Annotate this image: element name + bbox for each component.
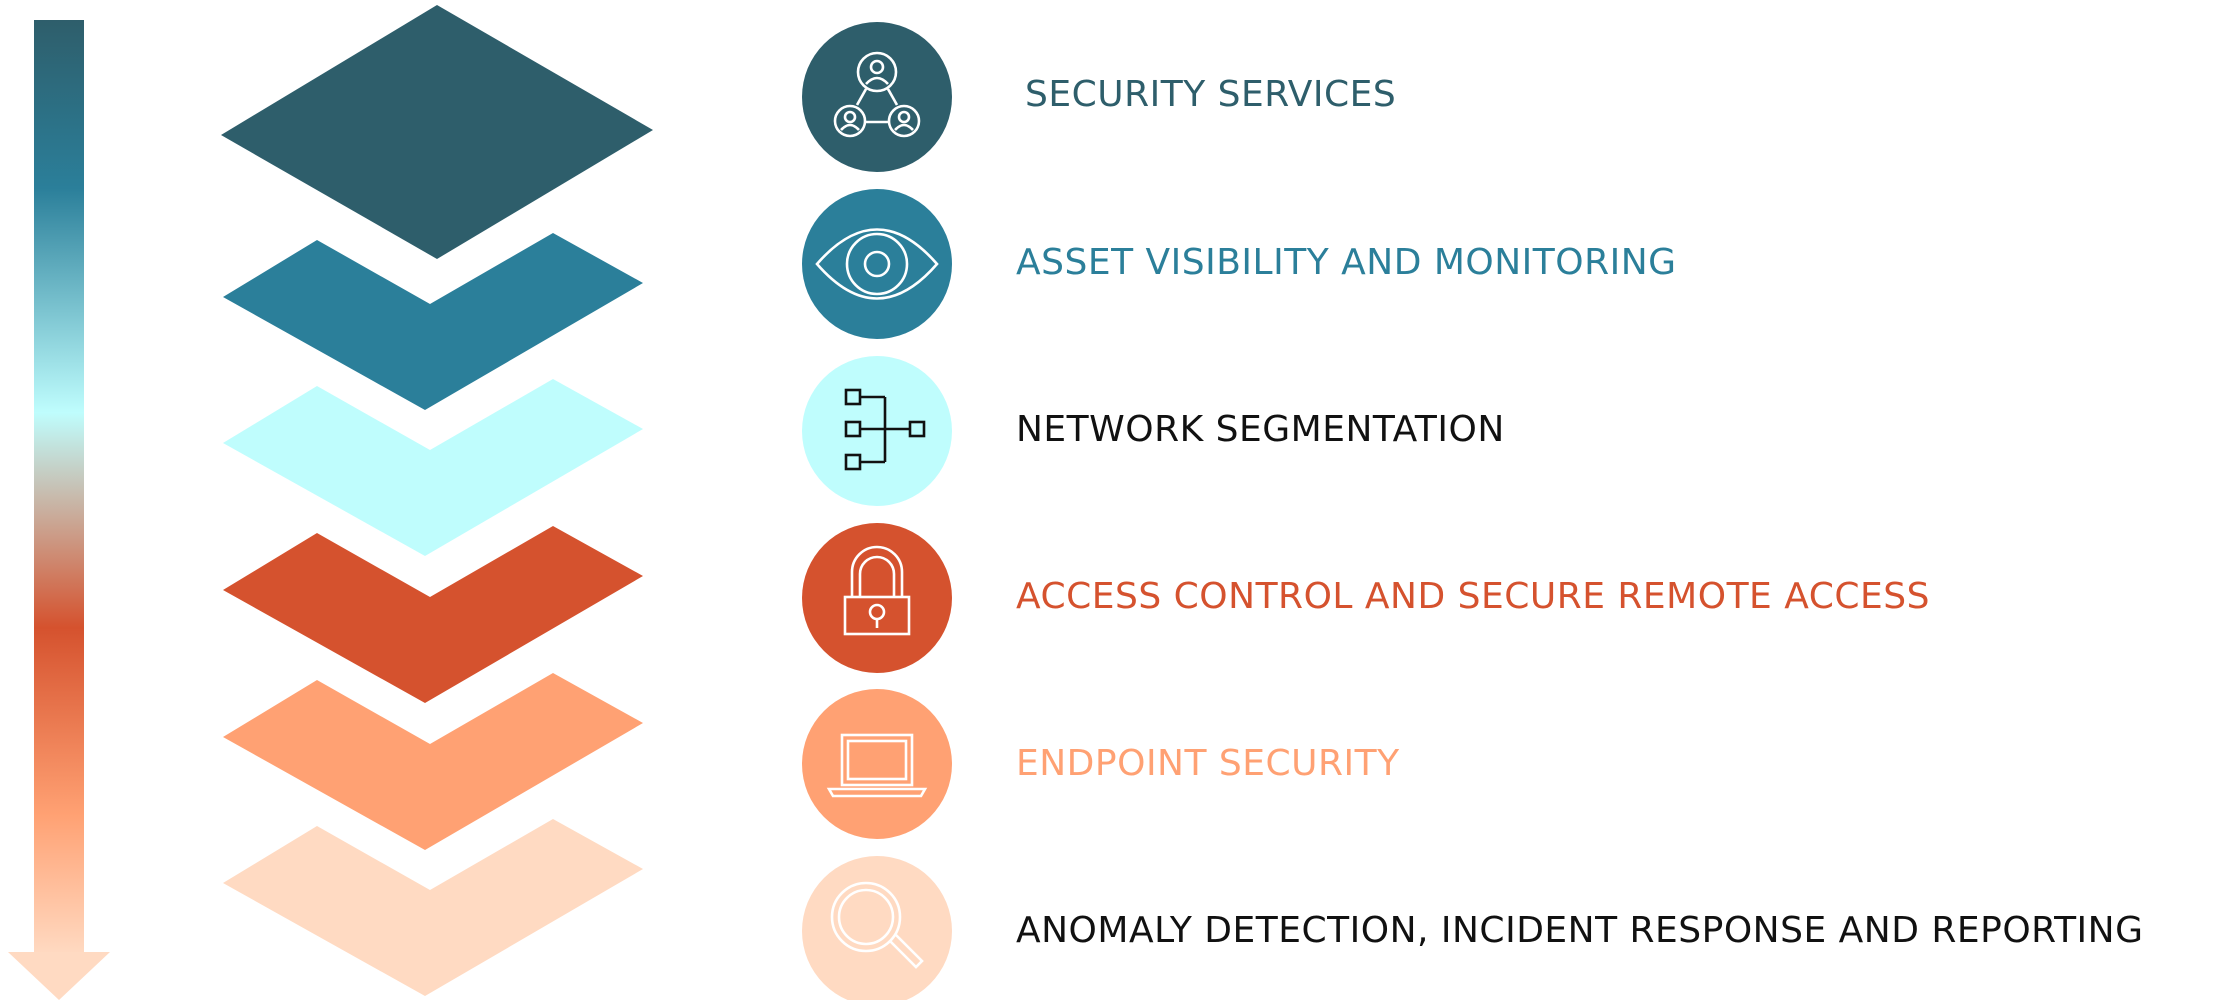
icon-badge-4	[802, 523, 952, 673]
layer-stack	[221, 5, 653, 996]
icon-badge-5	[802, 689, 952, 839]
badge-circle-3	[802, 356, 952, 506]
flow-arrow-shaft	[34, 20, 84, 955]
layer-label-endpoint-security: ENDPOINT SECURITY	[1016, 743, 1400, 784]
icon-badge-1	[802, 22, 952, 172]
icon-badge-2	[802, 189, 952, 339]
layer-shape-3	[223, 379, 643, 556]
padlock-icon	[843, 545, 911, 636]
layer-label-anomaly-detection: ANOMALY DETECTION, INCIDENT RESPONSE AND…	[1016, 910, 2144, 951]
network-users-icon	[833, 51, 921, 138]
layer-label-access-control: ACCESS CONTROL AND SECURE REMOTE ACCESS	[1016, 576, 1930, 617]
layer-shape-5	[223, 673, 643, 850]
layer-label-network-segmentation: NETWORK SEGMENTATION	[1016, 409, 1505, 450]
eye-icon	[815, 228, 939, 300]
icon-badge-3	[802, 356, 952, 506]
badge-circle-1	[802, 22, 952, 172]
magnifier-icon	[830, 881, 924, 969]
layer-shape-2	[223, 233, 643, 410]
badge-circle-5	[802, 689, 952, 839]
badge-circle-2	[802, 189, 952, 339]
laptop-icon	[826, 733, 928, 798]
layer-shape-6	[223, 819, 643, 996]
segmentation-tree-icon	[844, 388, 926, 471]
layer-shape-1	[221, 5, 653, 259]
icon-badge-6	[802, 856, 952, 1000]
layer-label-security-services: SECURITY SERVICES	[1025, 74, 1397, 115]
badge-circle-6	[802, 856, 952, 1000]
flow-arrow	[8, 20, 110, 1000]
layer-shape-4	[223, 526, 643, 703]
flow-arrow-head	[8, 952, 110, 1000]
layer-label-asset-visibility: ASSET VISIBILITY AND MONITORING	[1016, 242, 1677, 283]
